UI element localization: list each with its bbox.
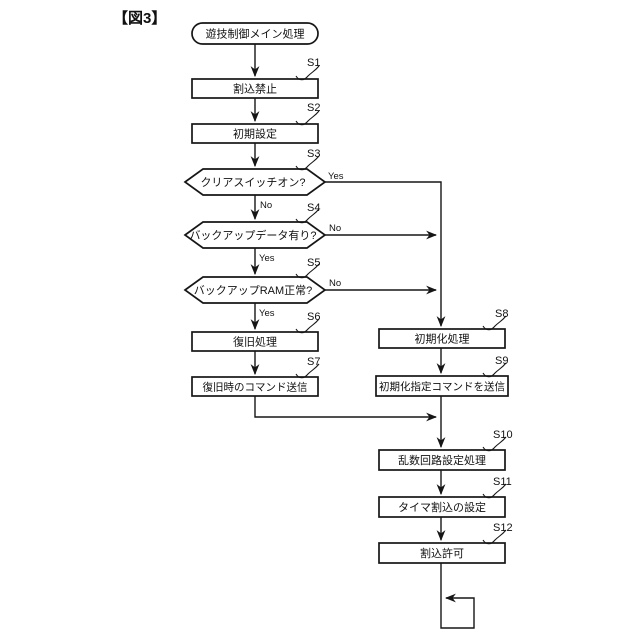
step-tag-s1: S1 bbox=[307, 57, 320, 69]
step-tag-s11: S11 bbox=[493, 476, 512, 488]
decision-label-s4: バックアップデータ有り? bbox=[189, 228, 316, 242]
branch-label-yes-s5: Yes bbox=[259, 308, 275, 319]
leader-line-s7 bbox=[295, 363, 320, 379]
process-label-s8: 初期化処理 bbox=[415, 332, 470, 346]
process-label-s9: 初期化指定コマンドを送信 bbox=[379, 380, 505, 393]
leader-line-s11 bbox=[482, 483, 507, 499]
decision-hex-s3 bbox=[183, 168, 327, 196]
process-label-s10: 乱数回路設定処理 bbox=[398, 453, 486, 467]
process-label-s6: 復旧処理 bbox=[233, 336, 277, 349]
step-tag-s2: S2 bbox=[307, 102, 320, 114]
process-label-s11: タイマ割込の設定 bbox=[398, 500, 486, 514]
step-s3: クリアスイッチオン? S3 Yes No bbox=[183, 148, 344, 211]
step-s8: 初期化処理 S8 bbox=[378, 308, 508, 349]
leader-line-s5 bbox=[295, 263, 320, 279]
step-tag-s8: S8 bbox=[495, 308, 508, 320]
decision-label-s3: クリアスイッチオン? bbox=[200, 176, 305, 189]
step-tag-s3: S3 bbox=[307, 148, 320, 160]
step-tag-s7: S7 bbox=[307, 356, 320, 368]
figure-label: 【図3】 bbox=[113, 9, 166, 27]
decision-label-s5: バックアップRAM正常? bbox=[194, 284, 313, 297]
process-box-s8 bbox=[378, 328, 506, 349]
connector-s3-yes-s8 bbox=[325, 181, 446, 328]
process-box-s12 bbox=[378, 542, 506, 564]
leader-line-s10 bbox=[482, 436, 507, 452]
step-tag-s5: S5 bbox=[307, 257, 320, 269]
step-s7: 復旧時のコマンド送信 S7 bbox=[191, 356, 320, 397]
branch-label-no-s4: No bbox=[329, 223, 341, 234]
leader-line-s12 bbox=[482, 529, 507, 545]
connector-s7-rail bbox=[254, 396, 438, 422]
process-label-s2: 初期設定 bbox=[233, 127, 277, 141]
step-tag-s9: S9 bbox=[495, 355, 508, 367]
step-s12: 割込許可 S12 bbox=[378, 522, 513, 564]
terminator-start-label: 遊技制御メイン処理 bbox=[206, 27, 305, 41]
process-box-s7 bbox=[191, 376, 319, 397]
connector-endless-loop bbox=[440, 563, 475, 629]
leader-line-s8 bbox=[482, 315, 507, 331]
step-s4: バックアップデータ有り? S4 No Yes bbox=[183, 202, 341, 264]
process-label-s12: 割込許可 bbox=[420, 546, 464, 560]
terminator-start-shape bbox=[191, 22, 319, 45]
leader-line-s4 bbox=[295, 208, 320, 224]
step-tag-s4: S4 bbox=[307, 202, 320, 214]
leader-line-s6 bbox=[295, 318, 320, 334]
leader-line-s1 bbox=[295, 65, 320, 81]
flow-connectors bbox=[250, 44, 475, 629]
terminator-start: 遊技制御メイン処理 bbox=[191, 22, 319, 45]
step-s10: 乱数回路設定処理 S10 bbox=[378, 429, 513, 471]
process-box-s2 bbox=[191, 123, 319, 144]
process-box-s6 bbox=[191, 331, 319, 352]
process-box-s11 bbox=[378, 496, 506, 518]
step-tag-s10: S10 bbox=[493, 429, 513, 441]
decision-hex-s5 bbox=[183, 276, 327, 304]
step-s6: 復旧処理 S6 bbox=[191, 311, 320, 352]
leader-line-s9 bbox=[482, 362, 507, 378]
branch-label-no-s3: No bbox=[260, 200, 272, 211]
branch-label-yes-s4: Yes bbox=[259, 253, 275, 264]
process-box-s10 bbox=[378, 449, 506, 471]
step-s1: 割込禁止 S1 bbox=[191, 57, 320, 99]
process-label-s7: 復旧時のコマンド送信 bbox=[203, 381, 308, 394]
step-tag-s6: S6 bbox=[307, 311, 320, 323]
process-label-s1: 割込禁止 bbox=[233, 82, 277, 96]
branch-label-yes-s3: Yes bbox=[328, 171, 344, 182]
decision-hex-s4 bbox=[183, 221, 327, 249]
step-s9: 初期化指定コマンドを送信 S9 bbox=[375, 355, 509, 397]
step-s11: タイマ割込の設定 S11 bbox=[378, 476, 512, 518]
step-s2: 初期設定 S2 bbox=[191, 102, 320, 144]
process-box-s1 bbox=[191, 78, 319, 99]
step-s5: バックアップRAM正常? S5 No Yes bbox=[183, 257, 341, 319]
leader-line-s2 bbox=[295, 110, 320, 126]
branch-label-no-s5: No bbox=[329, 278, 341, 289]
step-tag-s12: S12 bbox=[493, 522, 513, 534]
process-box-s9 bbox=[375, 375, 509, 397]
leader-line-s3 bbox=[295, 155, 320, 171]
